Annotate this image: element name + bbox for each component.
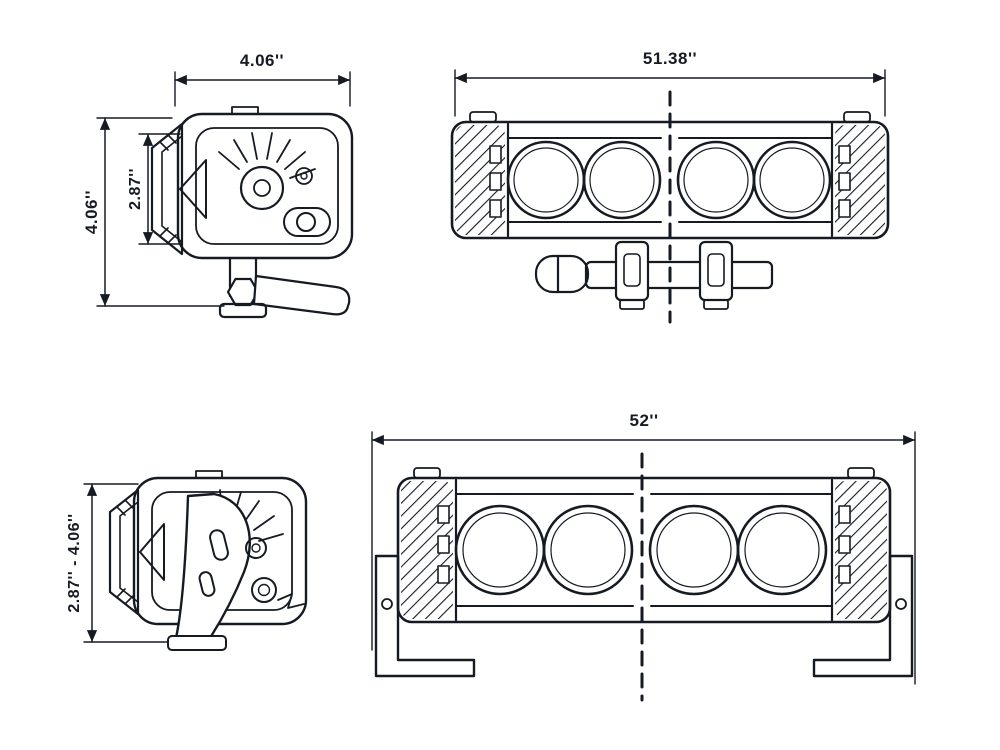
side-view-top: 4.06'' 4.06'' 2.87'' [82,51,354,319]
bar-rails-top [507,137,833,223]
dim-side-bottom-height [83,483,169,643]
cap-tab-right-top [843,111,871,123]
dimension-label-side-top-width: 4.06'' [240,51,284,70]
end-cap-slots-bottom [437,505,851,584]
cap-tab-left-top [469,111,497,123]
dim-side-top-inner-height [138,133,181,245]
dimension-label-front-bottom-length: 52'' [630,411,659,430]
lenses-bottom [454,504,828,596]
mounting-rail-top [534,240,774,310]
mounting-bracket-bottom [167,492,251,651]
dim-side-top-width [174,71,351,107]
dim-side-top-outer-height [96,117,225,307]
side-details-bottom [245,537,305,609]
dimension-label-side-top-inner-height: 2.87'' [127,168,144,210]
front-view-bottom: 52'' [371,411,916,702]
dim-front-top-length [454,69,886,117]
mounting-feet [374,554,914,678]
lens-cowl-top [150,122,207,256]
dim-front-bottom-length [371,431,916,685]
heatsink-fins-top [218,132,316,179]
dimension-label-side-top-outer-height: 4.06'' [82,190,101,234]
mounting-foot-left [374,554,476,678]
dimension-label-side-bottom-height: 2.87'' - 4.06'' [66,513,83,612]
light-bar-bottom [396,467,892,624]
bar-rails-bottom [455,493,833,607]
side-connector-top [283,207,331,237]
cap-tab-right-bottom [847,467,875,479]
lens-cowl-bottom [108,488,165,616]
end-cap-slots-top [489,145,851,218]
dimension-label-front-top-length: 51.38'' [643,49,697,68]
mounting-foot-right [812,554,914,678]
light-bar-top [450,111,890,240]
cap-tab-left-bottom [413,467,441,479]
center-hub [239,165,313,211]
lenses-top [506,140,832,220]
front-view-top: 51.38'' [450,49,890,324]
mounting-bracket-top [218,256,351,319]
housing-body-side-top [176,106,354,260]
side-view-bottom: 2.87'' - 4.06'' [66,470,308,651]
